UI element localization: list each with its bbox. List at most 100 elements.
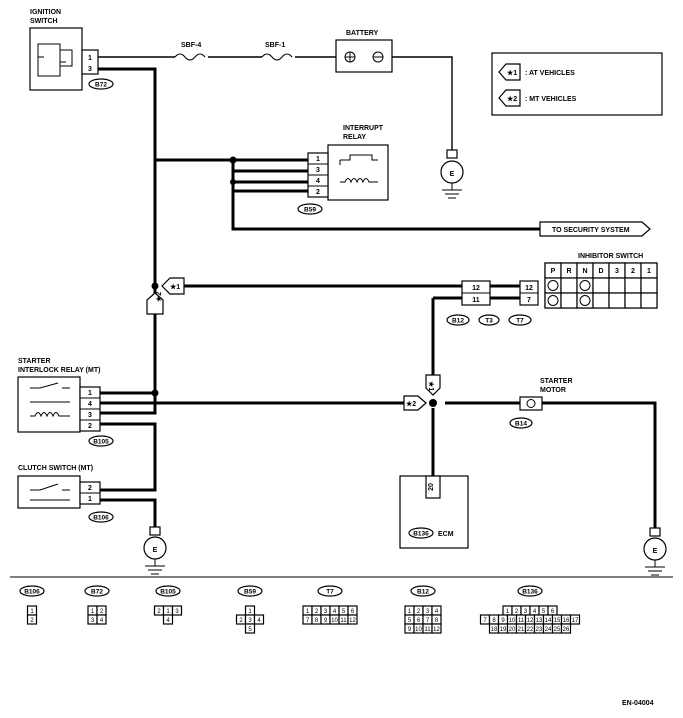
connector-face-pin: 4 [257, 618, 261, 624]
connector-face-pin: 12 [433, 627, 440, 633]
legend-at-text: : AT VEHICLES [525, 70, 575, 77]
connector-b59-tag: B59 [304, 207, 316, 214]
connector-face-pin: 3 [324, 609, 328, 615]
connector-face-label: T7 [326, 589, 334, 596]
connector-face-pin: 3 [524, 609, 528, 615]
connector-face-tag [410, 585, 436, 597]
connector-face-cell [431, 623, 442, 634]
connector-face-tag [517, 585, 543, 597]
interlock-pin-3: 3 [88, 412, 92, 419]
security-system-label: TO SECURITY SYSTEM [552, 227, 630, 234]
connector-face-cell [244, 623, 256, 634]
connector-face-label: B59 [244, 589, 256, 596]
inhibitor-position-2: 2 [631, 268, 635, 275]
ecm-pin-20: 20 [428, 483, 435, 491]
clutch-pin-2: 2 [88, 485, 92, 492]
connector-face-pin: 4 [533, 609, 537, 615]
ignition-switch-label-2: SWITCH [30, 18, 58, 25]
inhibitor-switch-label: INHIBITOR SWITCH [578, 253, 643, 260]
interrupt-relay: INTERRUPT RELAY 1 3 4 2 B59 [297, 125, 389, 215]
inhibitor-position-3: 3 [615, 268, 619, 275]
battery: BATTERY [335, 30, 393, 73]
connector-face-tag [155, 585, 181, 597]
connector-face-pin: 7 [426, 618, 430, 624]
connector-face-pin: 5 [408, 618, 412, 624]
connector-face-cell [96, 614, 107, 625]
inhibitor-cell [560, 277, 578, 294]
connector-face-pin: 16 [563, 618, 570, 624]
ground-clutch: E [143, 526, 167, 575]
connector-face-pin: 7 [483, 618, 487, 624]
connector-t7-tag: T7 [516, 318, 524, 325]
connector-face-pin: 2 [30, 618, 34, 624]
connector-face-pin: 1 [91, 609, 95, 615]
connector-face-pin: 2 [239, 618, 243, 624]
interrupt-relay-label: INTERRUPT [343, 125, 384, 132]
connector-face-pin: 4 [166, 618, 170, 624]
connector-face-pin: 1 [506, 609, 510, 615]
connector-face-pin: 11 [424, 627, 431, 633]
connector-face-pin: 15 [554, 618, 561, 624]
security-system-arrow: TO SECURITY SYSTEM [539, 221, 651, 237]
connector-face-pin: 3 [91, 618, 95, 624]
connector-b14-tag: B14 [515, 421, 527, 428]
connector-face-pin: 11 [518, 618, 525, 624]
connector-b105-tag: B105 [93, 439, 109, 446]
interlock-pin-1: 1 [88, 390, 92, 397]
connector-face-pin: 20 [509, 627, 516, 633]
connector-t3-tag: T3 [485, 318, 493, 325]
vehicle-markers: ★1 ★2 ★1 ★2 [146, 277, 441, 411]
connector-face-pin: 3 [426, 609, 430, 615]
inhibitor-cell [624, 292, 642, 309]
marker-mt-1: ★2 [155, 292, 163, 302]
connector-face-pin: 2 [417, 609, 421, 615]
clutch-switch: CLUTCH SWITCH (MT) 2 1 B106 [17, 465, 114, 523]
fuse-sbf1-label: SBF-1 [265, 42, 285, 49]
connector-face-pin: 6 [351, 609, 355, 615]
interrupt-pin-2: 2 [316, 189, 320, 196]
legend-mt-mark: ★2 [507, 95, 517, 103]
connector-face-pin: 25 [554, 627, 561, 633]
inhibitor-position-P: P [551, 268, 556, 275]
inhibitor-contact [579, 280, 591, 291]
connector-face-pin: 2 [515, 609, 519, 615]
ignition-switch-label: IGNITION [30, 9, 61, 16]
connector-face-pin: 14 [545, 618, 552, 624]
inhibitor-cell [608, 292, 626, 309]
inhibitor-contact [547, 280, 559, 291]
inhibitor-contact [547, 295, 559, 306]
connector-face-pin: 10 [331, 618, 338, 624]
connector-face-pin: 9 [501, 618, 505, 624]
interlock-label: STARTER [18, 358, 51, 365]
connector-b136-tag: B136 [413, 531, 429, 538]
connector-face-pin: 1 [30, 609, 34, 615]
wires [98, 56, 657, 528]
connector-face-pin: 3 [175, 609, 179, 615]
inhibitor-position-D: D [598, 268, 603, 275]
t7-pin-7: 7 [527, 297, 531, 304]
starter-motor-label: STARTER [540, 378, 573, 385]
connector-b106-tag: B106 [93, 515, 109, 522]
interrupt-pin-1: 1 [316, 156, 320, 163]
starter-motor-label-2: MOTOR [540, 387, 566, 394]
connector-face-pin: 10 [415, 627, 422, 633]
ground-motor: E [643, 527, 667, 576]
inhibitor-cell [592, 277, 610, 294]
figure-id: EN-04004 [622, 700, 654, 707]
interrupt-pin-4: 4 [316, 178, 320, 185]
legend: ★1 : AT VEHICLES ★2 : MT VEHICLES [491, 52, 663, 116]
connector-face-pin: 4 [435, 609, 439, 615]
connector-face-pin: 2 [315, 609, 319, 615]
connector-face-cell [560, 623, 572, 634]
inhibitor-contact [579, 295, 591, 306]
connector-face-pin: 12 [527, 618, 534, 624]
b12-pin-12: 12 [472, 285, 480, 292]
connector-face-pin: 2 [100, 609, 104, 615]
connector-face-pin: 26 [563, 627, 570, 633]
connector-face-pin: 7 [306, 618, 310, 624]
connector-face-pin: 21 [518, 627, 525, 633]
